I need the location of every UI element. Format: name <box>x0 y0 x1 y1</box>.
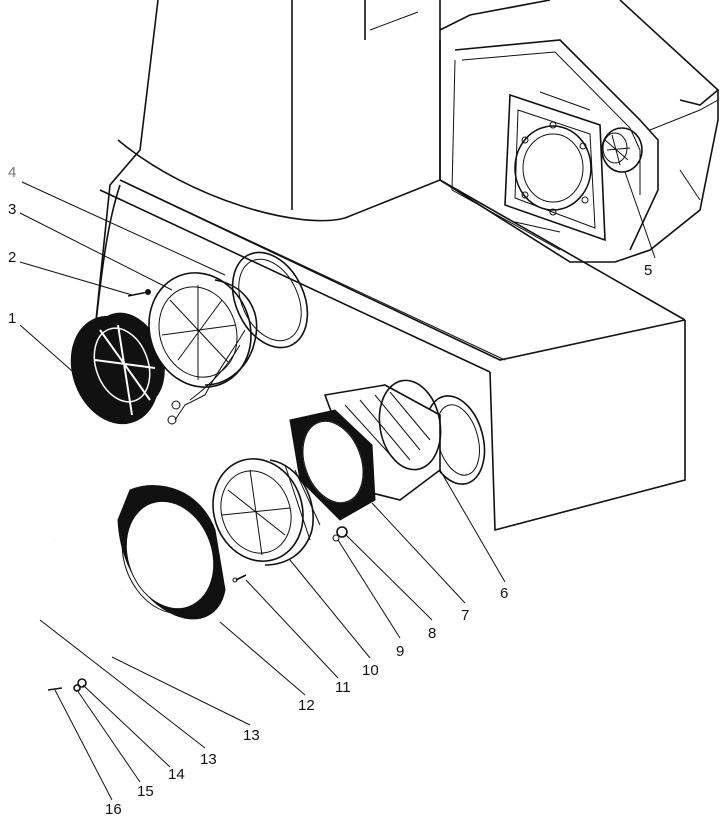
part-2-screw <box>127 289 151 297</box>
part-13-clamps <box>32 538 128 666</box>
part-4-gasket <box>231 251 309 349</box>
callout-11: 11 <box>335 679 351 696</box>
part-11-screw <box>232 574 247 583</box>
callout-12: 12 <box>298 697 315 714</box>
part-12-bezel-rim <box>117 485 226 620</box>
callout-15: 15 <box>137 783 154 800</box>
callout-10: 10 <box>362 662 379 679</box>
tractor-body <box>94 0 720 532</box>
callout-16: 16 <box>105 801 122 818</box>
callout-8: 8 <box>428 625 436 642</box>
callout-3: 3 <box>8 201 16 218</box>
part-3-headlamp-unit <box>148 272 258 425</box>
part-7-gasket-plate <box>289 409 376 521</box>
callout-6: 6 <box>500 585 508 602</box>
callout-5: 5 <box>644 262 652 279</box>
leader-lines <box>19 171 656 801</box>
part-1-headlamp-cover <box>70 312 165 425</box>
part-14-16-fasteners <box>47 678 87 692</box>
callout-13a: 13 <box>243 727 260 744</box>
callout-9: 9 <box>396 643 404 660</box>
callout-4: 4 <box>8 164 16 181</box>
callout-1: 1 <box>8 310 16 327</box>
part-10-lamp-insert <box>212 458 321 566</box>
callout-14: 14 <box>168 766 185 783</box>
callout-labels: 1 2 3 4 5 6 7 8 9 10 11 12 13 13 14 15 1… <box>8 164 652 818</box>
callout-2: 2 <box>8 249 16 266</box>
callout-13b: 13 <box>200 751 217 768</box>
callout-7: 7 <box>461 607 469 624</box>
part-8-9-nut-washer <box>332 526 348 542</box>
